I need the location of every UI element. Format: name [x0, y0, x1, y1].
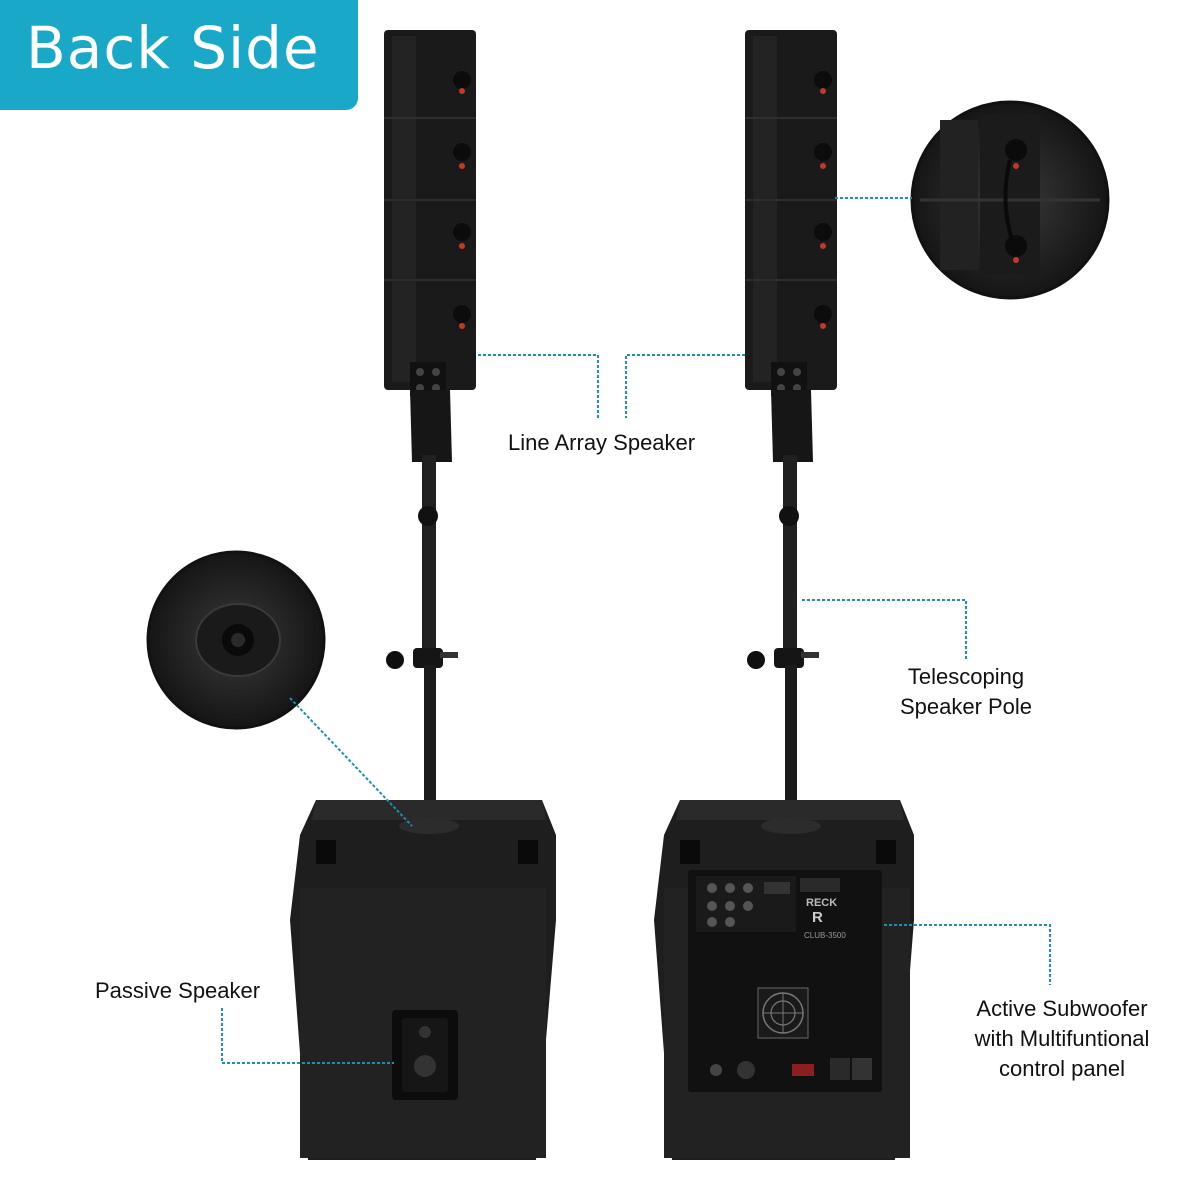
right-line-array-speaker: [745, 30, 837, 396]
speakon-connector-icon: [814, 71, 832, 329]
panel-model: CLUB-3500: [804, 931, 846, 940]
telescoping-pole-label: Telescoping Speaker Pole: [866, 662, 1066, 722]
connector-zoom-circle: [910, 100, 1110, 300]
telescoping-label-line1: Telescoping: [907, 664, 1025, 689]
speakon-connector-icon: [453, 71, 471, 329]
control-panel: RECK R CLUB-3500: [688, 870, 882, 1092]
left-speaker-pole: [386, 390, 458, 835]
callout-lines: [221, 197, 1051, 1064]
left-line-array-speaker: [384, 30, 476, 396]
active-label-line3: control panel: [999, 1056, 1125, 1081]
active-label-line2: with Multifuntional: [974, 1026, 1150, 1051]
active-subwoofer-label: Active Subwoofer with Multifuntional con…: [862, 994, 1200, 1084]
line-array-speaker-label: Line Array Speaker: [508, 430, 696, 455]
passive-speaker-cabinet: [290, 800, 556, 1160]
passive-speaker-callout: [221, 1008, 394, 1064]
telescoping-label-line2: Speaker Pole: [899, 694, 1033, 719]
line-array-callout-right: [625, 354, 745, 418]
line-array-callout-left: [478, 354, 599, 418]
cooling-fan-icon: [757, 987, 809, 1039]
speakon-input-plate: [392, 1010, 458, 1100]
badge-title: Back Side: [26, 14, 320, 82]
active-label-line1: Active Subwoofer: [976, 996, 1148, 1021]
pole-mount-callout: [289, 697, 413, 827]
panel-logo: R: [812, 909, 823, 926]
active-subwoofer-callout: [884, 924, 1051, 985]
telescoping-pole-callout: [802, 599, 967, 660]
active-subwoofer-cabinet: RECK R CLUB-3500: [654, 800, 914, 1160]
right-speaker-pole: [747, 390, 819, 835]
back-side-badge: Back Side: [0, 0, 358, 110]
passive-speaker-label: Passive Speaker: [95, 978, 261, 1003]
pole-mount-zoom-circle: [146, 550, 326, 730]
panel-brand: RECK: [806, 897, 837, 909]
